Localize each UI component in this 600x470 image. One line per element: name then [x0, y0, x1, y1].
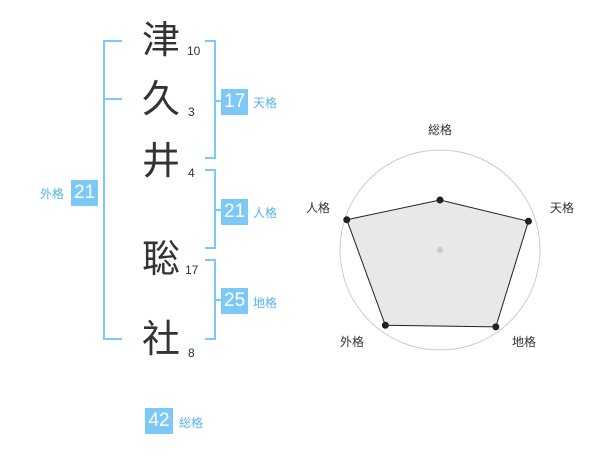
- radar-label-chikaku: 地格: [512, 334, 536, 349]
- radar-chart: 総格 天格 地格 外格 人格: [306, 122, 574, 351]
- radar-label-tenkaku: 天格: [550, 200, 574, 215]
- gaikaku-value: 21: [71, 180, 98, 206]
- radar-point: [343, 216, 351, 224]
- tenkaku-value: 17: [221, 89, 248, 115]
- name-char-5: 社: [142, 317, 181, 361]
- stroke-count-1: 10: [187, 44, 201, 58]
- radar-label-gaikaku: 外格: [340, 334, 364, 349]
- radar-area: [346, 199, 530, 328]
- soukaku-value: 42: [145, 408, 173, 434]
- radar-point: [524, 217, 532, 225]
- chikaku-label: 地格: [253, 296, 278, 310]
- chikaku-value: 25: [221, 288, 248, 314]
- gaikaku-bracket: [103, 40, 122, 340]
- radar-label-jinkaku: 人格: [306, 200, 330, 215]
- tenkaku-label: 天格: [253, 96, 278, 110]
- stroke-count-2: 3: [188, 105, 195, 119]
- tenkaku-bracket: [205, 40, 216, 159]
- soukaku-label: 総格: [179, 416, 204, 430]
- gaikaku-label: 外格: [40, 187, 65, 201]
- radar-label-soukaku: 総格: [428, 122, 452, 137]
- name-char-3: 井: [142, 139, 181, 183]
- jinkaku-bracket: [205, 169, 216, 249]
- stroke-count-5: 8: [188, 346, 195, 360]
- stroke-count-4: 17: [185, 263, 199, 277]
- radar-point: [381, 321, 389, 329]
- name-char-2: 久: [142, 77, 181, 121]
- jinkaku-label: 人格: [253, 206, 278, 220]
- radar-point: [436, 196, 444, 204]
- stroke-count-3: 4: [188, 166, 195, 180]
- chikaku-bracket: [205, 259, 216, 340]
- name-char-1: 津: [142, 18, 181, 62]
- radar-center: [437, 247, 443, 253]
- jinkaku-value: 21: [221, 199, 248, 225]
- radar-point: [492, 323, 500, 331]
- name-char-4: 聡: [142, 237, 181, 281]
- bracket-lines: [103, 40, 221, 340]
